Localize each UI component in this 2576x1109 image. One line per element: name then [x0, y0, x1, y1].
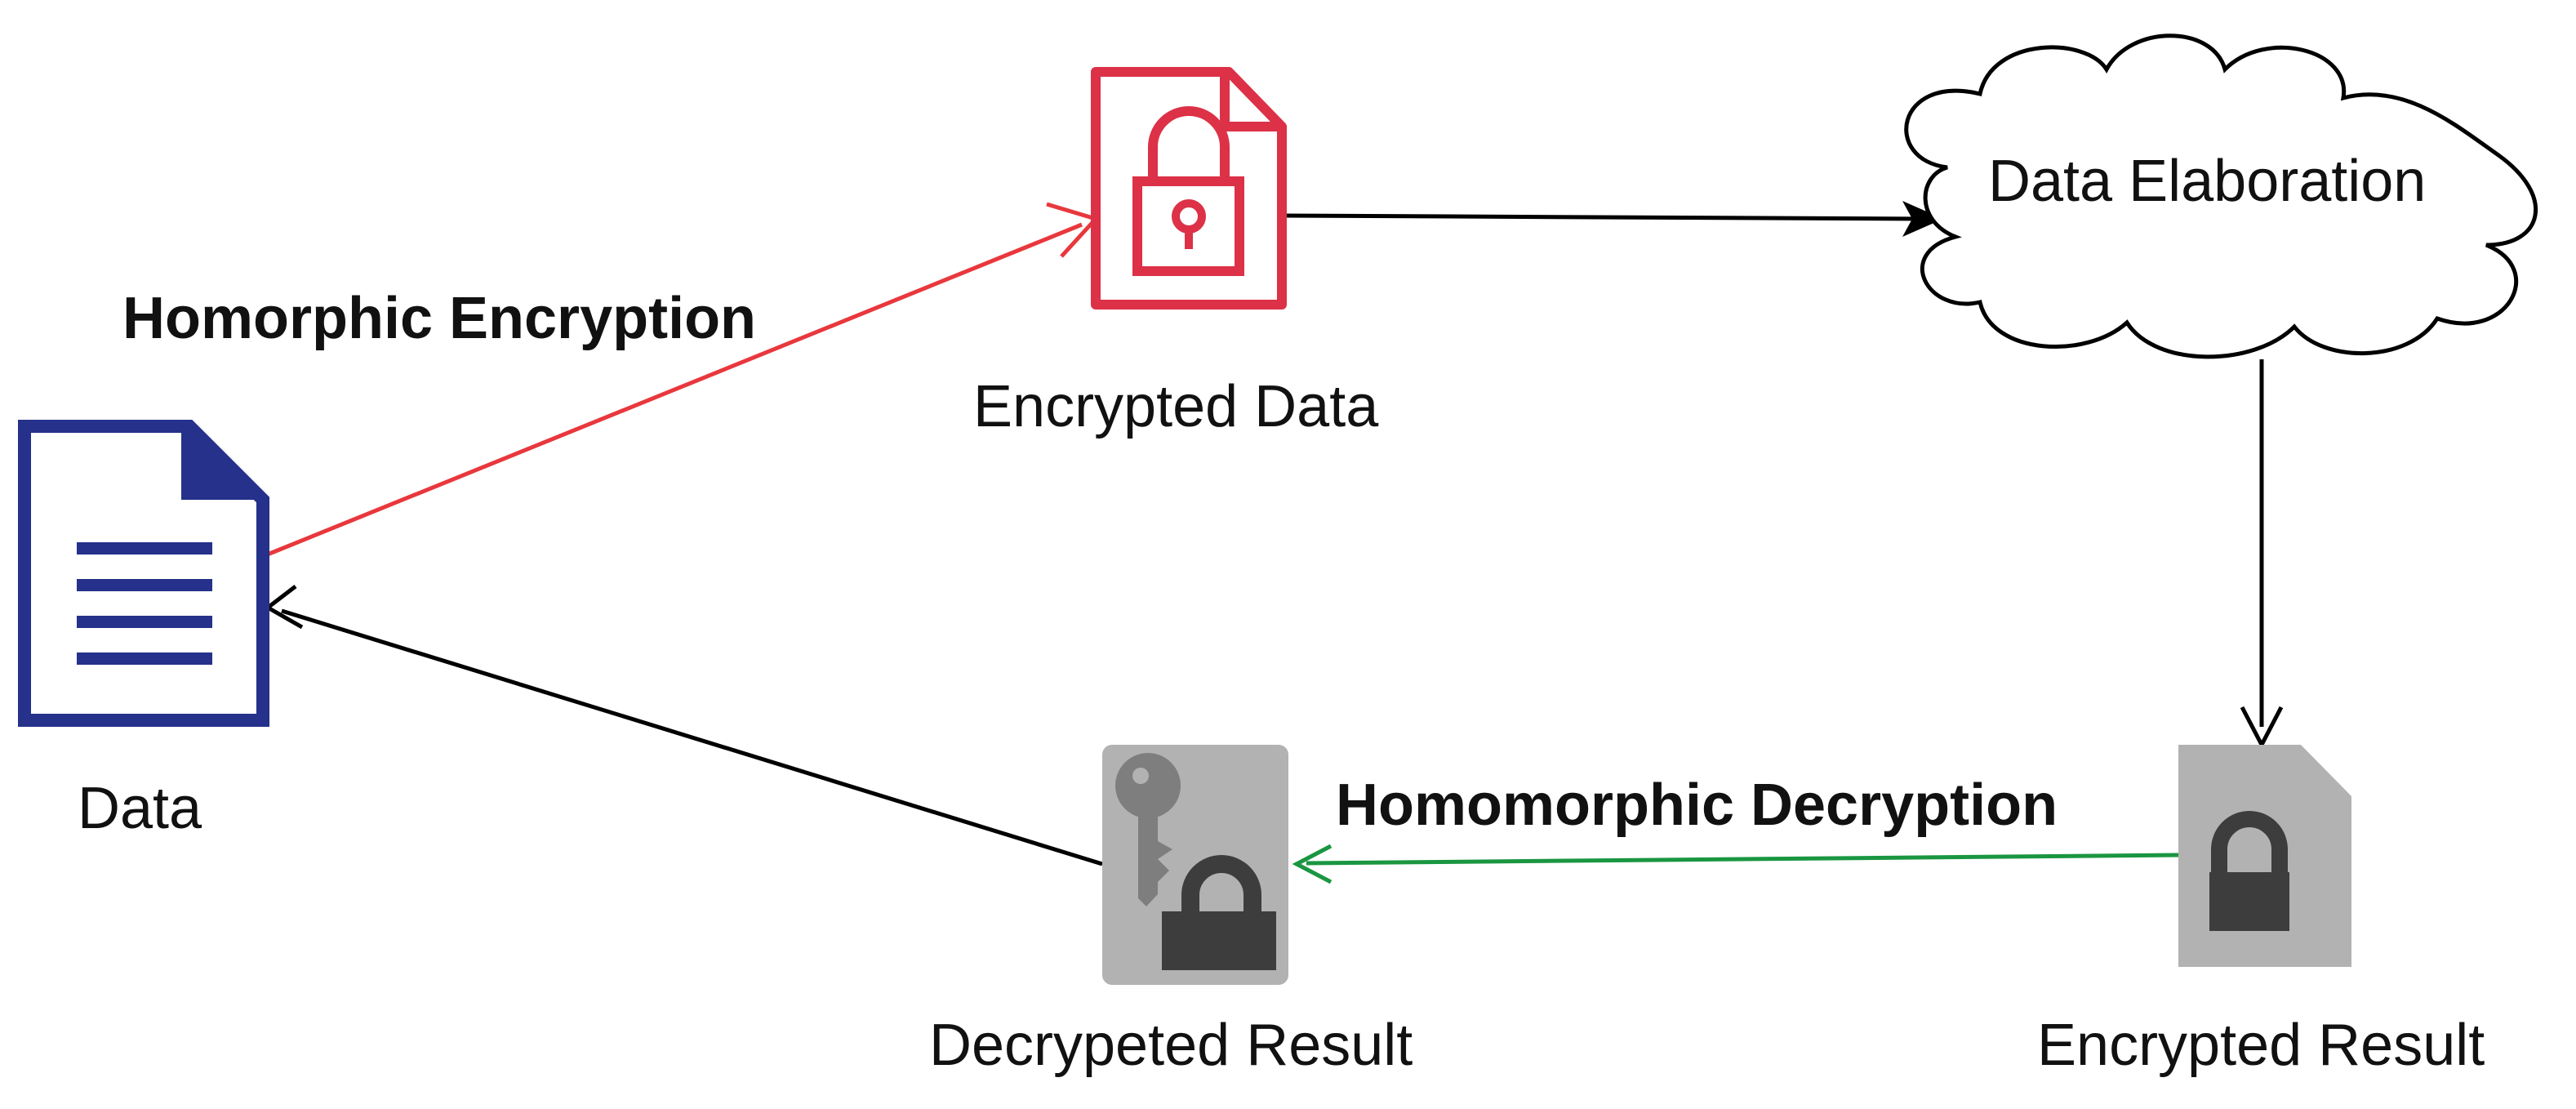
key-lock-icon	[1102, 745, 1288, 985]
locked-file-icon-gray	[2178, 745, 2351, 967]
edge-label-encryption: Homorphic Encryption	[122, 286, 757, 351]
cloud-icon	[1904, 33, 2538, 359]
edge-encryption	[265, 202, 1100, 558]
edge-to-data	[264, 585, 1103, 866]
locked-file-icon-red	[1091, 67, 1287, 310]
node-label-encrypted-data: Encrypted Data	[973, 374, 1379, 439]
edge-label-decryption: Homomorphic Decryption	[1336, 773, 2058, 838]
edge-decryption	[1292, 844, 2179, 884]
edge-to-elaboration	[1281, 201, 1943, 237]
edge-to-result	[2240, 359, 2284, 750]
node-label-data-elaboration: Data Elaboration	[1988, 149, 2427, 214]
node-label-encrypted-result: Encrypted Result	[2037, 1013, 2485, 1078]
node-label-decrypted-result: Decrypeted Result	[929, 1013, 1413, 1078]
document-icon	[18, 420, 269, 727]
node-label-data: Data	[78, 776, 202, 841]
